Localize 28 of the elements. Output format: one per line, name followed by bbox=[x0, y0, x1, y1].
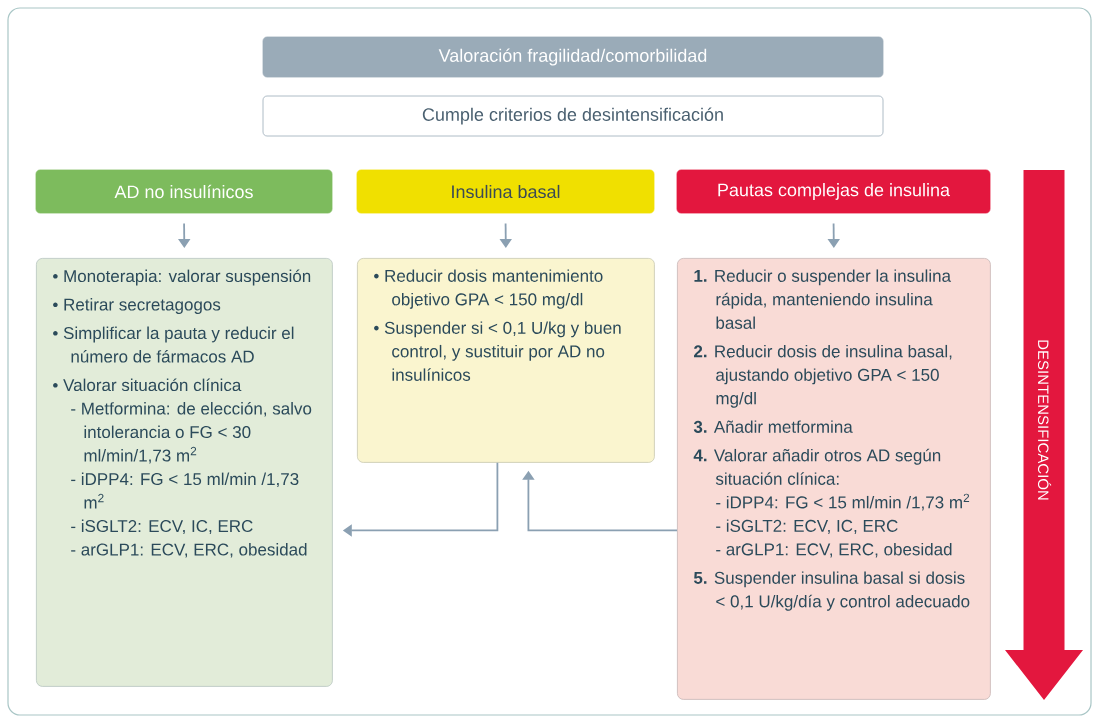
list-item: - arGLP1: ECV, ERC, obesidad bbox=[71, 543, 307, 558]
list-item: - iDPP4: FG < 15 ml/min /1,73 m$^{2}$ bbox=[71, 472, 299, 509]
list-item: 5. Suspender insulina basal si dosis < 0,1 U/kg/día y control adecuado bbox=[693, 571, 970, 611]
recommendation-box bbox=[677, 258, 991, 700]
recommendation-box bbox=[357, 258, 655, 463]
down-arrow-band: DESINTENSIFICACIÓN bbox=[1005, 170, 1083, 700]
list-item: - iSGLT2: ECV, IC, ERC bbox=[716, 519, 898, 534]
list-item: - Metformina: de elección, salvo intolerancia o FG < 30 ml/min/1,73 m$^{2}$ bbox=[71, 401, 312, 464]
category-header: Pautas complejas de insulina bbox=[676, 169, 991, 214]
criteria-box: Cumple criterios de desintensificación bbox=[262, 95, 884, 137]
recommendation-box bbox=[36, 258, 333, 687]
list-item: • Simplificar la pauta y reducir el número de fármacos AD bbox=[53, 326, 294, 363]
list-item: • Reducir dosis mantenimiento objetivo GPA < 150 mg/dl bbox=[374, 269, 603, 309]
list-item: 2. Reducir dosis de insulina basal, ajustando objetivo GPA < 150 mg/dl bbox=[694, 344, 952, 408]
title-bar: Valoración fragilidad/comorbilidad bbox=[262, 36, 884, 78]
category-header: Insulina basal bbox=[356, 169, 655, 214]
list-item: • Monoterapia: valorar suspensión bbox=[53, 269, 311, 286]
list-item: - iDPP4: FG < 15 ml/min /1,73 m$^{2}$ bbox=[716, 493, 970, 511]
list-item: - arGLP1: ECV, ERC, obesidad bbox=[716, 542, 952, 558]
list-item: • Valorar situación clínica bbox=[53, 378, 242, 392]
category-header: AD no insulínicos bbox=[35, 169, 333, 214]
list-item: • Retirar secretagogos bbox=[53, 298, 221, 314]
list-item: 1. Reducir o suspender la insulina rápida, manteniendo insulina basal bbox=[694, 269, 951, 329]
list-item: 4. Valorar añadir otros AD según situación clínica: bbox=[693, 448, 941, 485]
list-item: 3. Añadir metformina bbox=[693, 420, 853, 433]
arrow bbox=[178, 222, 191, 248]
list-item: - iSGLT2: ECV, IC, ERC bbox=[71, 519, 253, 535]
list-item: • Suspender si < 0,1 U/kg y buen control, y sustituir por AD no insulínicos bbox=[374, 321, 621, 381]
